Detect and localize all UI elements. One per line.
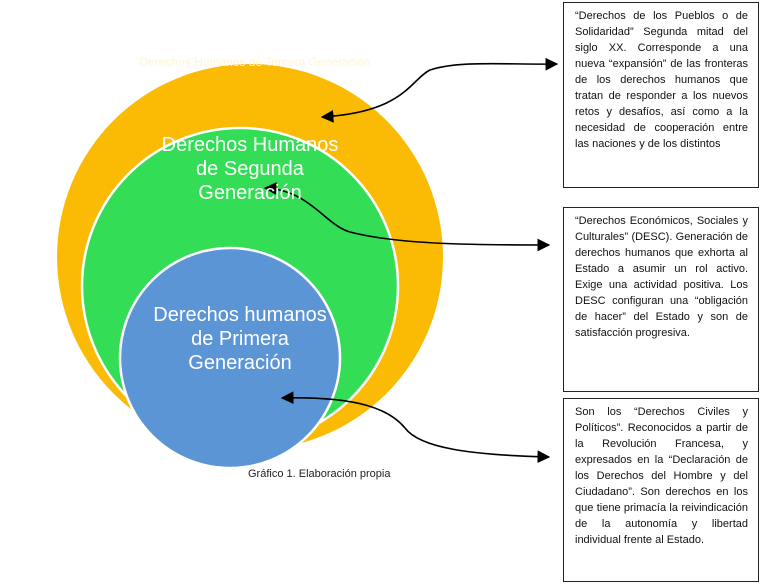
second-generation-note: “Derechos Económicos, Sociales y Cultura… <box>563 207 759 392</box>
third-generation-label: Derechos Humanos de Tercera Generación <box>139 55 371 69</box>
arrow-first-generation <box>280 391 551 464</box>
first-generation-label: Derechos humanos de Primera Generación <box>153 304 327 374</box>
figure-caption: Gráfico 1. Elaboración propia <box>248 468 391 480</box>
arrow-second-generation <box>263 182 551 252</box>
arrow-third-generation <box>320 57 559 123</box>
first-generation-note: Son los “Derechos Civiles y Políticos”. … <box>563 398 759 582</box>
third-generation-note: “Derechos de los Pueblos o de Solidarida… <box>563 2 759 188</box>
second-generation-label: Derechos Humanos de Segunda Generación <box>161 134 339 204</box>
